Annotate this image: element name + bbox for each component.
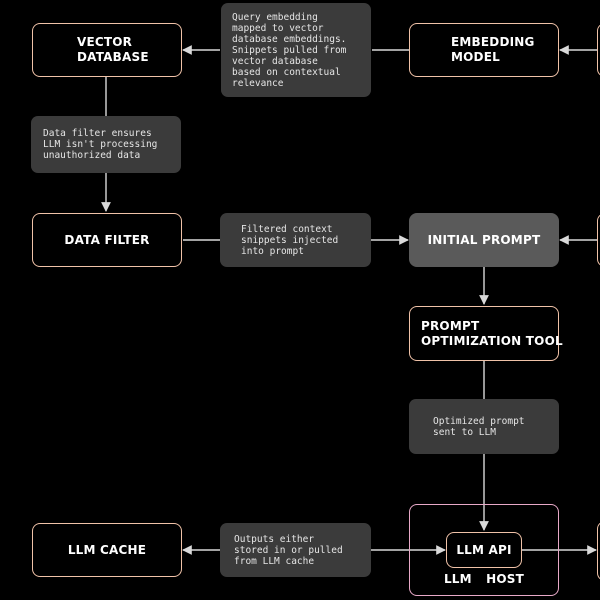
data-filter-node: DATA FILTER: [32, 213, 182, 267]
optimized-note-line-2: sent to LLM: [433, 426, 496, 438]
context-note-line-1: Filtered context: [241, 223, 333, 235]
data-filter-note: Data filter ensures LLM isn't processing…: [31, 116, 181, 173]
vector-database-line-2: DATABASE: [77, 50, 149, 64]
prompt-optimization-tool-node: PROMPT OPTIMIZATION TOOL: [409, 306, 563, 361]
optimized-prompt-note: Optimized prompt sent to LLM: [409, 399, 559, 454]
prompt-optimization-line-1: PROMPT: [421, 318, 480, 333]
initial-prompt-label: INITIAL PROMPT: [427, 232, 541, 247]
filter-note-line-1: Data filter ensures: [43, 128, 152, 139]
vector-database-node: VECTOR DATABASE: [32, 23, 182, 77]
context-note-line-2: snippets injected: [241, 234, 339, 246]
outputs-note-line-2: stored in or pulled: [234, 544, 343, 556]
llm-host-container: LLM HOST: [409, 504, 559, 596]
optimized-note-line-1: Optimized prompt: [433, 415, 525, 427]
query-note-line-3: database embeddings.: [232, 33, 347, 45]
query-note-line-5: vector database: [232, 55, 318, 67]
prompt-optimization-line-2: OPTIMIZATION TOOL: [421, 333, 563, 348]
embedding-model-line-2: MODEL: [451, 50, 500, 64]
context-note-line-3: into prompt: [241, 245, 304, 257]
outputs-note-line-1: Outputs either: [234, 533, 315, 545]
query-note-line-7: relevance: [232, 77, 284, 89]
llm-cache-node: LLM CACHE: [32, 523, 182, 577]
llm-api-node: LLM API: [446, 532, 522, 568]
llm-api-label: LLM API: [456, 542, 512, 557]
query-note-line-4: Snippets pulled from: [232, 44, 347, 56]
llm-cache-label: LLM CACHE: [67, 542, 147, 557]
outputs-note: Outputs either stored in or pulled from …: [220, 523, 371, 577]
outputs-note-line-3: from LLM cache: [234, 555, 315, 567]
query-embedding-note: Query embedding mapped to vector databas…: [221, 3, 371, 97]
embedding-model-node: EMBEDDING MODEL: [409, 23, 559, 77]
filter-note-line-3: unauthorized data: [43, 150, 141, 161]
vector-database-line-1: VECTOR: [77, 35, 133, 49]
query-note-line-1: Query embedding: [232, 11, 318, 23]
filter-note-line-2: LLM isn't processing: [43, 139, 158, 150]
query-note-line-2: mapped to vector: [232, 22, 324, 34]
query-note-line-6: based on contextual: [232, 66, 341, 78]
llm-host-label: LLM HOST: [443, 572, 525, 586]
filtered-context-note: Filtered context snippets injected into …: [220, 213, 371, 267]
data-filter-label: DATA FILTER: [64, 232, 150, 247]
embedding-model-line-1: EMBEDDING: [451, 35, 535, 49]
initial-prompt-node: INITIAL PROMPT: [409, 213, 559, 267]
